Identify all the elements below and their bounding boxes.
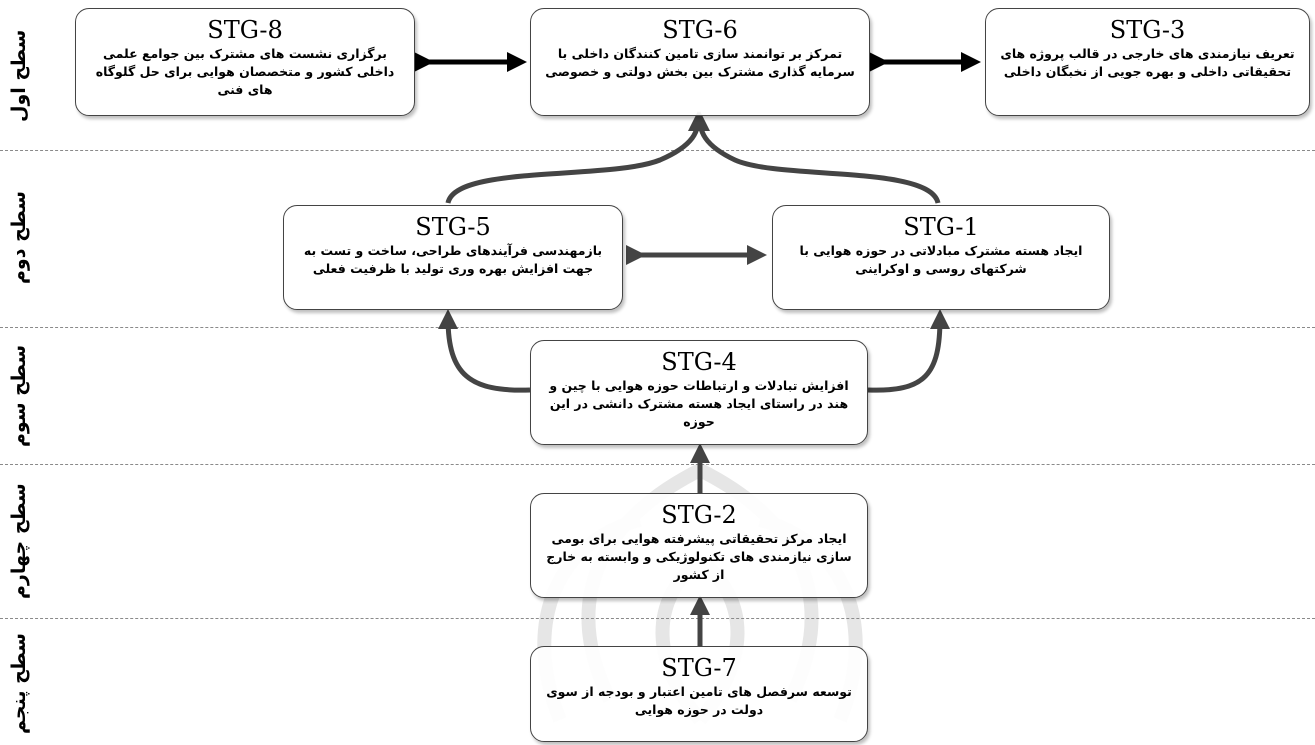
node-stg7-title: STG-7 [661, 654, 737, 682]
level-divider [0, 150, 1315, 151]
level-divider [0, 327, 1315, 328]
node-stg6: STG-6 تمرکز بر توانمند سازی تامین کنندگا… [530, 8, 870, 116]
node-stg6-text: تمرکز بر توانمند سازی تامین کنندگان داخل… [545, 46, 855, 79]
node-stg5-text: بازمهندسی فرآیندهای طراحی، ساخت و تست به… [303, 243, 603, 276]
node-stg3: STG-3 تعریف نیازمندی های خارجی در قالب پ… [985, 8, 1310, 116]
node-stg2-title: STG-2 [661, 501, 737, 529]
node-stg3-title: STG-3 [1109, 16, 1186, 44]
node-stg7-text: توسعه سرفصل های تامین اعتبار و بودجه از … [546, 684, 852, 717]
node-stg7: STG-7 توسعه سرفصل های تامین اعتبار و بود… [530, 646, 868, 742]
node-stg5: STG-5 بازمهندسی فرآیندهای طراحی، ساخت و … [283, 205, 623, 310]
node-stg1: STG-1 ایجاد هسته مشترک مبادلاتی در حوزه … [772, 205, 1110, 310]
node-stg8-title: STG-8 [207, 16, 283, 44]
level-divider [0, 618, 1315, 619]
node-stg4: STG-4 افزایش تبادلات و ارتباطات حوزه هوا… [530, 340, 868, 445]
node-stg8: STG-8 برگزاری نشست های مشترک بین جوامع ع… [75, 8, 415, 116]
arrow-stg4-stg1 [867, 309, 950, 393]
level-divider [0, 464, 1315, 465]
node-stg3-text: تعریف نیازمندی های خارجی در قالب پروژه ه… [1000, 46, 1295, 79]
node-stg8-text: برگزاری نشست های مشترک بین جوامع علمی دا… [95, 46, 395, 97]
arrow-stg5-stg6 [445, 111, 708, 204]
node-stg1-text: ایجاد هسته مشترک مبادلاتی در حوزه هوایی … [799, 243, 1083, 276]
node-stg2: STG-2 ایجاد مرکز تحقیقاتی پیشرفته هوایی … [530, 493, 868, 598]
node-stg2-text: ایجاد مرکز تحقیقاتی پیشرفته هوایی برای ب… [546, 531, 852, 582]
node-stg5-title: STG-5 [415, 213, 491, 241]
arrow-stg4-stg5 [438, 309, 531, 393]
arrow-stg1-stg6 [690, 111, 941, 204]
node-stg1-title: STG-1 [903, 213, 979, 241]
node-stg4-text: افزایش تبادلات و ارتباطات حوزه هوایی با … [549, 378, 849, 429]
node-stg4-title: STG-4 [661, 348, 737, 376]
node-stg6-title: STG-6 [662, 16, 738, 44]
